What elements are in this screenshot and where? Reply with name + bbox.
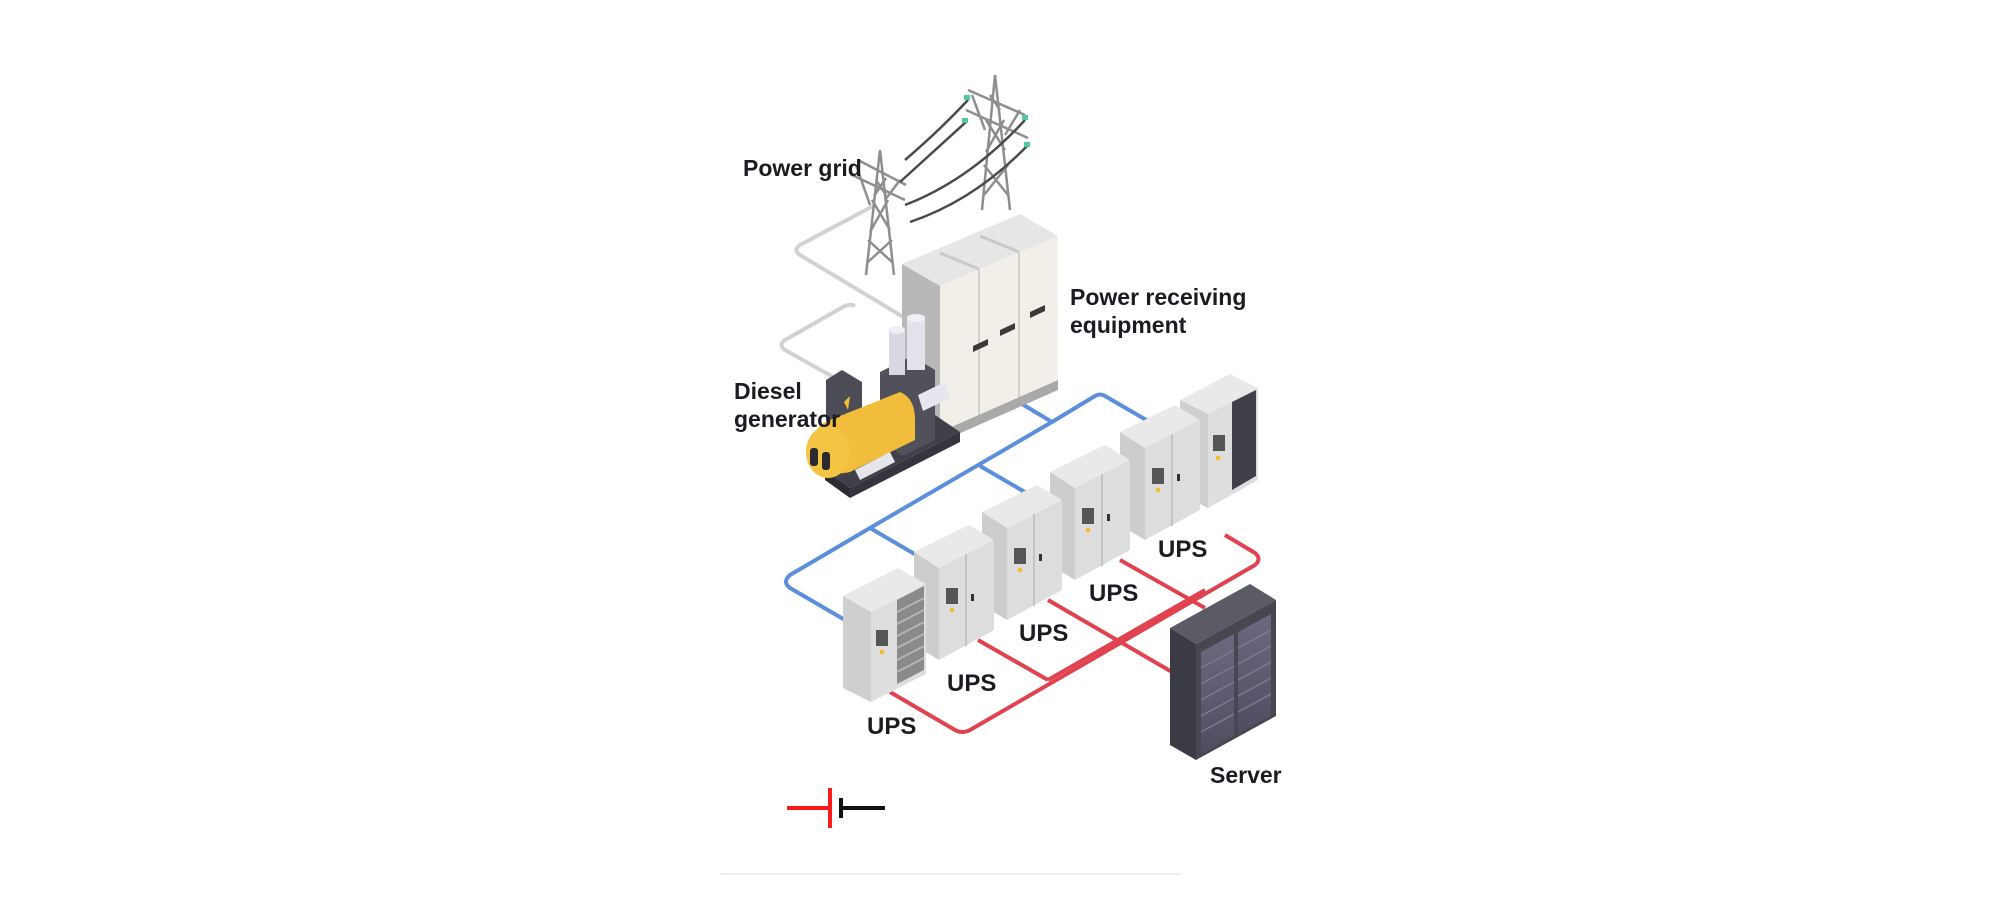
label-server: Server [1210,762,1282,788]
battery-symbol-icon [787,788,885,828]
label-ups: UPS [1158,536,1208,563]
ups-cabinet [1050,445,1130,580]
label-diesel-line1: Diesel [734,378,802,404]
label-ups: UPS [1089,580,1139,607]
power-lines-wires [899,99,1029,224]
dc-power-lines [888,533,1261,734]
label-power-receiving-line2: equipment [1070,312,1187,338]
diesel-generator-icon [806,314,960,498]
label-power-grid: Power grid [743,155,862,181]
server-rack-icon [1170,584,1276,760]
insulator-icons [962,95,1030,147]
label-ups: UPS [1019,620,1069,647]
label-diesel-line2: generator [734,406,841,432]
power-pylon-icon [851,74,1029,276]
label-ups: UPS [947,670,997,697]
ac-power-lines [784,392,1150,622]
grid-cable [779,203,907,380]
ups-cabinet-battery-left [843,568,926,702]
label-ups: UPS [867,713,917,740]
ups-cabinet [1120,405,1200,540]
label-power-receiving-line1: Power receiving [1070,284,1247,310]
